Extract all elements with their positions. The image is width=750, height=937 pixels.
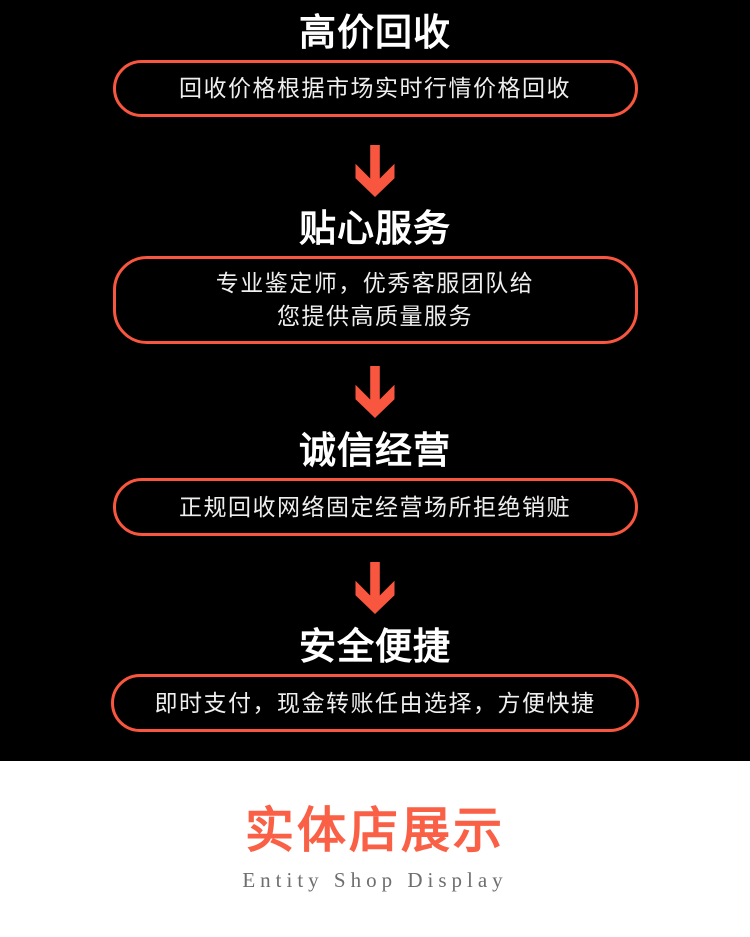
pill-line: 您提供高质量服务 — [277, 302, 473, 329]
pill-line: 专业鉴定师，优秀客服团队给 — [215, 270, 535, 297]
pill-line: 即时支付，现金转账任由选择，方便快捷 — [154, 689, 596, 716]
arrow-2 — [0, 366, 750, 418]
feature-pill-text: 正规回收网络固定经营场所拒绝销赃 — [169, 491, 581, 524]
feature-pill: 正规回收网络固定经营场所拒绝销赃 — [112, 477, 638, 536]
shop-display-subtitle: Entity Shop Display — [242, 868, 508, 892]
shop-display-title: 实体店展示 — [244, 804, 505, 858]
down-arrow-icon — [355, 145, 395, 197]
feature-pill: 即时支付，现金转账任由选择，方便快捷 — [111, 673, 639, 732]
feature-heading: 诚信经营 — [299, 430, 451, 471]
shop-display-section: 实体店展示 Entity Shop Display — [0, 761, 750, 937]
feature-block-1: 高价回收 回收价格根据市场实时行情价格回收 — [0, 12, 750, 117]
feature-pill: 专业鉴定师，优秀客服团队给 您提供高质量服务 — [112, 255, 638, 344]
arrow-3 — [0, 562, 750, 614]
feature-block-3: 诚信经营 正规回收网络固定经营场所拒绝销赃 — [0, 430, 750, 536]
feature-heading: 高价回收 — [299, 12, 451, 53]
feature-pill-text: 即时支付，现金转账任由选择，方便快捷 — [145, 687, 606, 720]
down-arrow-icon — [355, 366, 395, 418]
feature-heading: 安全便捷 — [299, 626, 451, 667]
feature-block-4: 安全便捷 即时支付，现金转账任由选择，方便快捷 — [0, 626, 750, 732]
feature-list: 高价回收 回收价格根据市场实时行情价格回收 贴心服务 专业鉴定师，优秀 — [0, 12, 750, 732]
arrow-1 — [0, 145, 750, 197]
pill-line: 正规回收网络固定经营场所拒绝销赃 — [179, 493, 571, 520]
features-panel: 高价回收 回收价格根据市场实时行情价格回收 贴心服务 专业鉴定师，优秀 — [0, 0, 750, 761]
pill-line: 回收价格根据市场实时行情价格回收 — [179, 75, 571, 102]
down-arrow-icon — [355, 562, 395, 614]
feature-heading: 贴心服务 — [299, 208, 451, 249]
feature-pill-text: 专业鉴定师，优秀客服团队给 您提供高质量服务 — [206, 267, 545, 332]
feature-block-2: 贴心服务 专业鉴定师，优秀客服团队给 您提供高质量服务 — [0, 208, 750, 344]
feature-pill: 回收价格根据市场实时行情价格回收 — [112, 59, 638, 117]
feature-pill-text: 回收价格根据市场实时行情价格回收 — [169, 72, 581, 105]
